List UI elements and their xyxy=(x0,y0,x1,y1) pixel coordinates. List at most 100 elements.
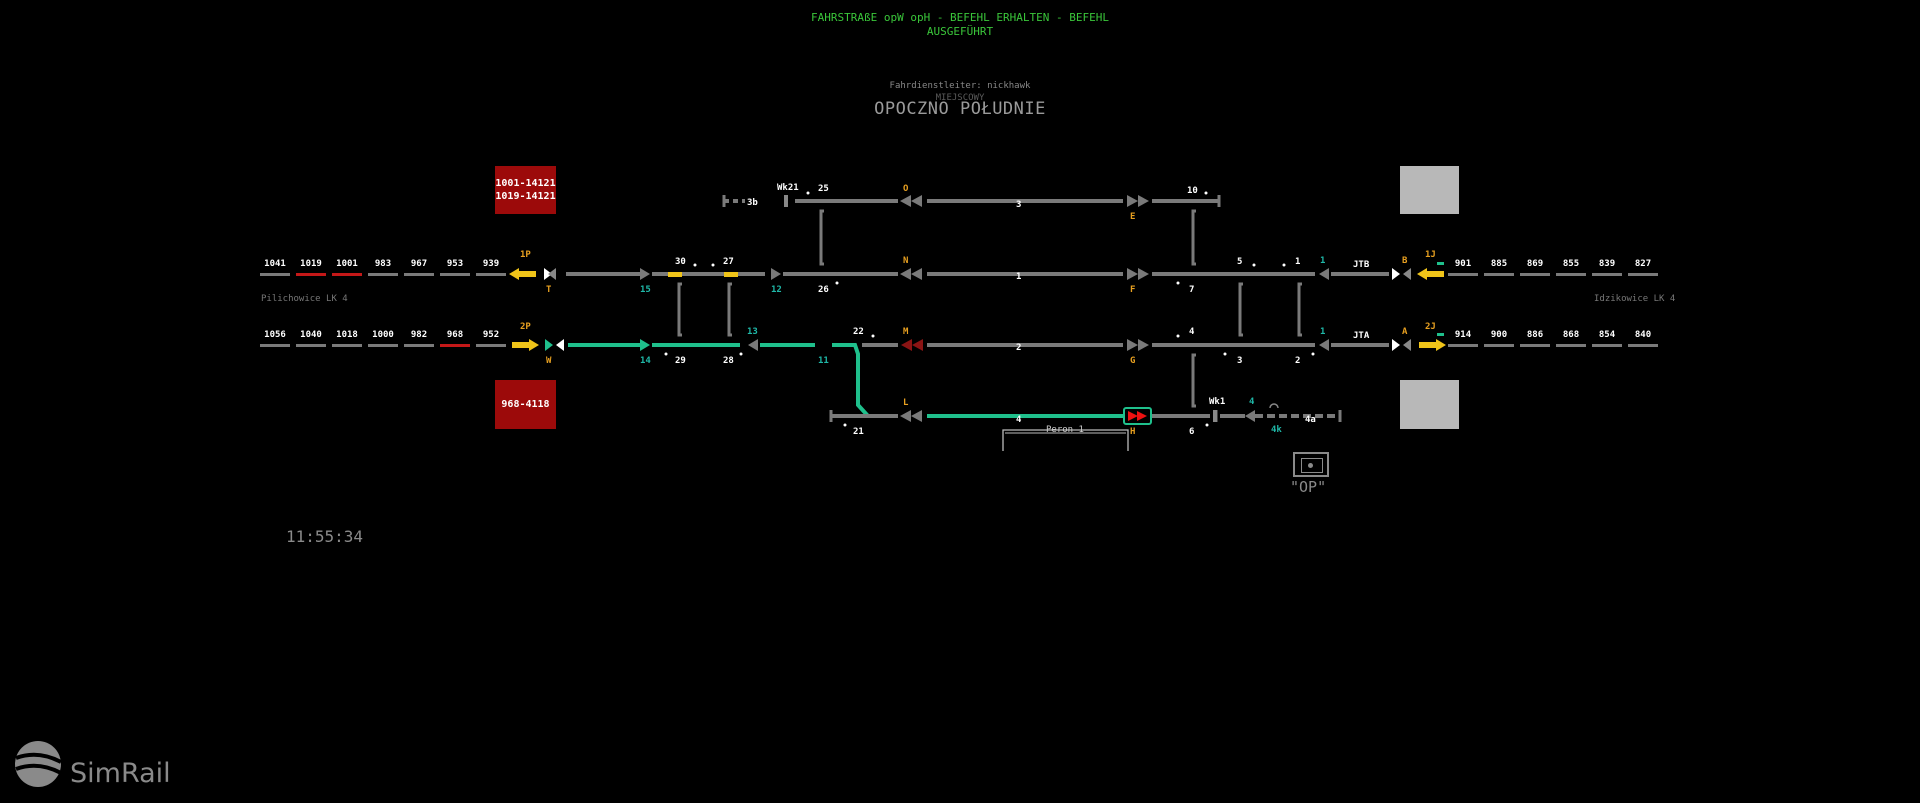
label-1teal-b: 1 xyxy=(1320,327,1325,337)
chevron-T-right xyxy=(640,268,650,280)
block-section[interactable] xyxy=(1484,273,1514,276)
dispatcher-name: Fahrdienstleiter: nickhawk xyxy=(889,81,1031,91)
label-4k: 4k xyxy=(1271,425,1282,435)
block-section[interactable] xyxy=(1628,344,1658,347)
label-Wk21: Wk21 xyxy=(777,183,799,193)
block-label: 1018 xyxy=(336,330,358,340)
chevron-4k-left xyxy=(1245,410,1255,422)
chevron-13-left xyxy=(748,339,758,351)
label-JTA: JTA xyxy=(1353,331,1370,341)
label-2J: 2J xyxy=(1425,322,1436,332)
train-box-bottom-left[interactable]: 968-4118 xyxy=(495,380,556,429)
block-label: 982 xyxy=(410,330,428,340)
label-2: 2 xyxy=(1016,343,1021,353)
crossover-30-29 xyxy=(677,282,682,337)
crossover-10-5 xyxy=(1191,209,1196,266)
signal-2P-arrow xyxy=(529,339,539,351)
label-3c: 3 xyxy=(1237,356,1242,366)
platform-outline xyxy=(1002,429,1129,451)
op-icon[interactable] xyxy=(1293,452,1329,477)
train-number-2: 1019-14121 xyxy=(495,191,556,202)
block-label: 869 xyxy=(1526,259,1544,269)
chevron-1-right xyxy=(1127,268,1149,280)
station-name: OPOCZNO POŁUDNIE xyxy=(874,99,1046,119)
block-section[interactable] xyxy=(260,273,290,276)
label-N: N xyxy=(903,256,908,266)
label-B: B xyxy=(1402,256,1408,266)
direction-right: Idzikowice LK 4 xyxy=(1594,294,1676,304)
label-30: 30 xyxy=(675,257,686,267)
label-14: 14 xyxy=(640,356,651,366)
label-28: 28 xyxy=(723,356,734,366)
block-section[interactable] xyxy=(332,273,362,276)
label-O: O xyxy=(903,184,909,194)
chevron-2-right xyxy=(1127,339,1149,351)
block-section[interactable] xyxy=(332,344,362,347)
train-box-bottom-right-empty[interactable] xyxy=(1400,380,1459,429)
label-4track: 4 xyxy=(1016,415,1022,425)
block-label: 1041 xyxy=(264,259,286,269)
block-section[interactable] xyxy=(404,344,434,347)
label-Wk1: Wk1 xyxy=(1209,397,1225,407)
block-section[interactable] xyxy=(1556,273,1586,276)
signal-Wk1 xyxy=(1213,410,1217,422)
block-section[interactable] xyxy=(1520,344,1550,347)
block-section[interactable] xyxy=(1592,273,1622,276)
block-section[interactable] xyxy=(296,273,326,276)
label-peron: Peron 1 xyxy=(1046,425,1084,435)
label-4: 4 xyxy=(1189,327,1195,337)
block-label: 1001 xyxy=(336,259,358,269)
label-F: F xyxy=(1130,285,1135,295)
label-M: M xyxy=(903,327,909,337)
chevron-12-right xyxy=(771,268,781,280)
label-E: E xyxy=(1130,212,1135,222)
block-section[interactable] xyxy=(1448,273,1478,276)
train-number-3: 968-4118 xyxy=(501,399,550,410)
block-section[interactable] xyxy=(1484,344,1514,347)
block-section[interactable] xyxy=(440,273,470,276)
block-label: 967 xyxy=(410,259,428,269)
block-section[interactable] xyxy=(476,273,506,276)
block-label: 868 xyxy=(1562,330,1580,340)
block-section[interactable] xyxy=(260,344,290,347)
block-section[interactable] xyxy=(404,273,434,276)
block-section[interactable] xyxy=(368,273,398,276)
train-box-top-right-empty[interactable] xyxy=(1400,166,1459,214)
label-H: H xyxy=(1130,427,1135,437)
train-box-top-left[interactable]: 1001-14121 1019-14121 xyxy=(495,166,556,214)
block-label: 1000 xyxy=(372,330,394,340)
route-22-crossover xyxy=(850,343,898,418)
block-label: 855 xyxy=(1562,259,1580,269)
label-4teal: 4 xyxy=(1249,397,1255,407)
block-label: 1056 xyxy=(264,330,286,340)
block-section[interactable] xyxy=(1592,344,1622,347)
block-label: 839 xyxy=(1598,259,1616,269)
block-section[interactable] xyxy=(1556,344,1586,347)
label-6: 6 xyxy=(1189,427,1194,437)
block-section[interactable] xyxy=(1628,273,1658,276)
block-section[interactable] xyxy=(476,344,506,347)
signal-Wk21 xyxy=(784,195,788,207)
label-5: 5 xyxy=(1237,257,1242,267)
crossover-27-28 xyxy=(727,282,732,337)
signal-W-head xyxy=(545,339,553,351)
block-section[interactable] xyxy=(1520,273,1550,276)
block-label: 952 xyxy=(482,330,500,340)
block-section[interactable] xyxy=(440,344,470,347)
signal-H-frame xyxy=(1123,407,1152,425)
label-13: 13 xyxy=(747,327,758,337)
block-section[interactable] xyxy=(368,344,398,347)
label-7: 7 xyxy=(1189,285,1194,295)
simrail-logo xyxy=(14,740,64,794)
block-section[interactable] xyxy=(296,344,326,347)
track-27-occupied-mark xyxy=(724,272,738,277)
block-label: 983 xyxy=(374,259,392,269)
signal-A-head xyxy=(1392,339,1400,351)
block-section[interactable] xyxy=(1448,344,1478,347)
clock: 11:55:34 xyxy=(286,527,364,546)
label-27: 27 xyxy=(723,257,734,267)
signal-B-head xyxy=(1392,268,1400,280)
block-label: 827 xyxy=(1634,259,1652,269)
command-message: FAHRSTRAßE opW opH - BEFEHL ERHALTEN - B… xyxy=(0,11,1920,39)
